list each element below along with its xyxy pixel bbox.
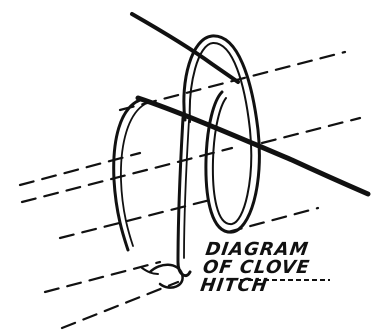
rope-end-curl [150,265,183,288]
caption-line-3: HITCH [199,277,352,295]
dashed-guide-line-5 [262,118,360,143]
lower-rope [138,98,368,194]
dashed-guide-line-7 [45,262,160,292]
dashed-guide-line-8 [62,282,178,328]
hitch-shaft-inner [184,120,189,258]
upper-rope [132,14,238,82]
dashed-guide-line-4 [60,200,210,238]
diagram-caption: DIAGRAM OF CLOVE HITCH [199,241,357,295]
